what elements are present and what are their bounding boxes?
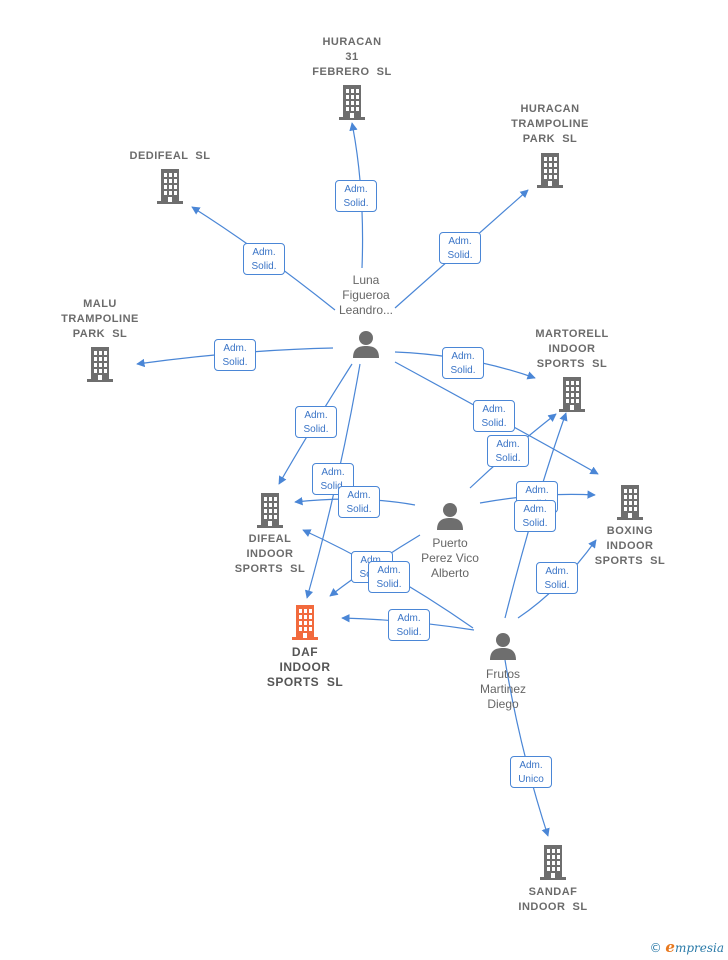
edge-role-frutos-daf[interactable]: Adm. Solid. [388, 609, 430, 641]
edge-role-luna-difeal[interactable]: Adm. Solid. [295, 406, 337, 438]
building-icon[interactable] [83, 346, 117, 382]
person-icon[interactable] [435, 501, 465, 531]
edge-role-line: Adm. [451, 351, 475, 362]
edge-role-line: Adm. [448, 236, 472, 247]
edge-frutos-sandaf [504, 659, 550, 837]
edge-role-line: Unico [518, 774, 544, 785]
edge-role-line: Solid. [320, 481, 346, 492]
edge-role-line: Adm. [397, 613, 421, 624]
edge-role-line: Adm. [496, 439, 520, 450]
edge-role-line: Adm. [352, 554, 392, 568]
company-label-daf[interactable]: DAF INDOOR SPORTS SL [266, 645, 344, 689]
edge-role-line: Solid. [376, 579, 402, 590]
edge-role-puerto-martorell[interactable]: Adm. Solid. [487, 435, 529, 467]
edge-role-line: Adm. [347, 490, 371, 501]
edge-role-line: Adm. [304, 410, 328, 421]
edge-role-line: Adm. [223, 343, 247, 354]
edge-role-line: Adm. [377, 565, 401, 576]
person-icon[interactable] [488, 631, 518, 661]
building-icon[interactable] [536, 844, 570, 880]
edge-role-line: Solid. [346, 504, 372, 515]
building-icon[interactable] [335, 84, 369, 120]
copyright-icon: © [649, 941, 662, 955]
company-label-malu[interactable]: MALU TRAMPOLINE PARK SL [61, 298, 139, 340]
edge-role-line: Solid. [396, 627, 422, 638]
building-icon[interactable] [555, 376, 589, 412]
edge-role-frutos-martorell[interactable]: Adm. Solid. [514, 500, 556, 532]
edge-role-line: Solid. [343, 198, 369, 209]
brand-logo-text: mpresia [674, 941, 724, 955]
edge-role-line: Solid. [544, 580, 570, 591]
person-label-luna[interactable]: Luna Figueroa Leandro... [338, 273, 394, 317]
edge-role-line: Adm. [482, 404, 506, 415]
edge-role-line: Solid. [522, 518, 548, 529]
edge-role-luna-martorell[interactable]: Adm. Solid. [442, 347, 484, 379]
building-icon[interactable] [288, 604, 322, 640]
edge-role-line: Adm. [252, 247, 276, 258]
building-icon[interactable] [253, 492, 287, 528]
brand-footer[interactable]: © empresia [650, 938, 724, 956]
edge-role-line: Solid. [447, 250, 473, 261]
company-label-boxing[interactable]: BOXING INDOOR SPORTS SL [594, 525, 666, 567]
person-icon[interactable] [351, 329, 381, 359]
edge-role-line: Solid. [450, 365, 476, 376]
edge-role-line: Adm. [525, 485, 549, 496]
edge-role-line: Solid. [251, 261, 277, 272]
company-label-sandaf[interactable]: SANDAF INDOOR SL [518, 886, 588, 913]
edge-role-line: Adm. [321, 467, 345, 478]
edge-role-line: Solid. [495, 453, 521, 464]
edge-role-luna-malu[interactable]: Adm. Solid. [214, 339, 256, 371]
person-label-frutos[interactable]: Frutos Martinez Diego [479, 667, 527, 711]
edge-role-luna-boxing[interactable]: Adm. Solid. [473, 400, 515, 432]
edge-role-luna-huracan31[interactable]: Adm. Solid. [335, 180, 377, 212]
edge-role-puerto-difeal[interactable]: Adm. Solid. [338, 486, 380, 518]
company-label-martorell[interactable]: MARTORELL INDOOR SPORTS SL [535, 328, 609, 370]
building-icon[interactable] [613, 484, 647, 520]
edge-role-luna-dedifeal[interactable]: Adm. Solid. [243, 243, 285, 275]
company-label-huracantramp[interactable]: HURACAN TRAMPOLINE PARK SL [511, 103, 589, 145]
edge-role-frutos-difeal[interactable]: Adm. Solid. [368, 561, 410, 593]
edge-role-frutos-sandaf[interactable]: Adm. Unico [510, 756, 552, 788]
building-icon[interactable] [533, 152, 567, 188]
edge-role-line: Solid. [481, 418, 507, 429]
edge-role-line: Solid. [222, 357, 248, 368]
edge-role-line: Adm. [519, 760, 543, 771]
edge-role-frutos-boxing[interactable]: Adm. Solid. [536, 562, 578, 594]
company-label-dedifeal[interactable]: DEDIFEAL SL [129, 150, 211, 162]
edge-role-line: Adm. [545, 566, 569, 577]
edge-role-line: Adm. [523, 504, 547, 515]
brand-logo-initial: e [665, 938, 675, 956]
edge-role-line: Solid. [303, 424, 329, 435]
edge-role-line: Adm. [344, 184, 368, 195]
company-label-huracan31[interactable]: HURACAN 31 FEBRERO SL [312, 36, 392, 78]
person-label-puerto[interactable]: Puerto Perez Vico Alberto [421, 536, 479, 580]
building-icon[interactable] [153, 168, 187, 204]
company-label-difeal[interactable]: DIFEAL INDOOR SPORTS SL [234, 533, 306, 575]
edge-role-luna-huracantramp[interactable]: Adm. Solid. [439, 232, 481, 264]
